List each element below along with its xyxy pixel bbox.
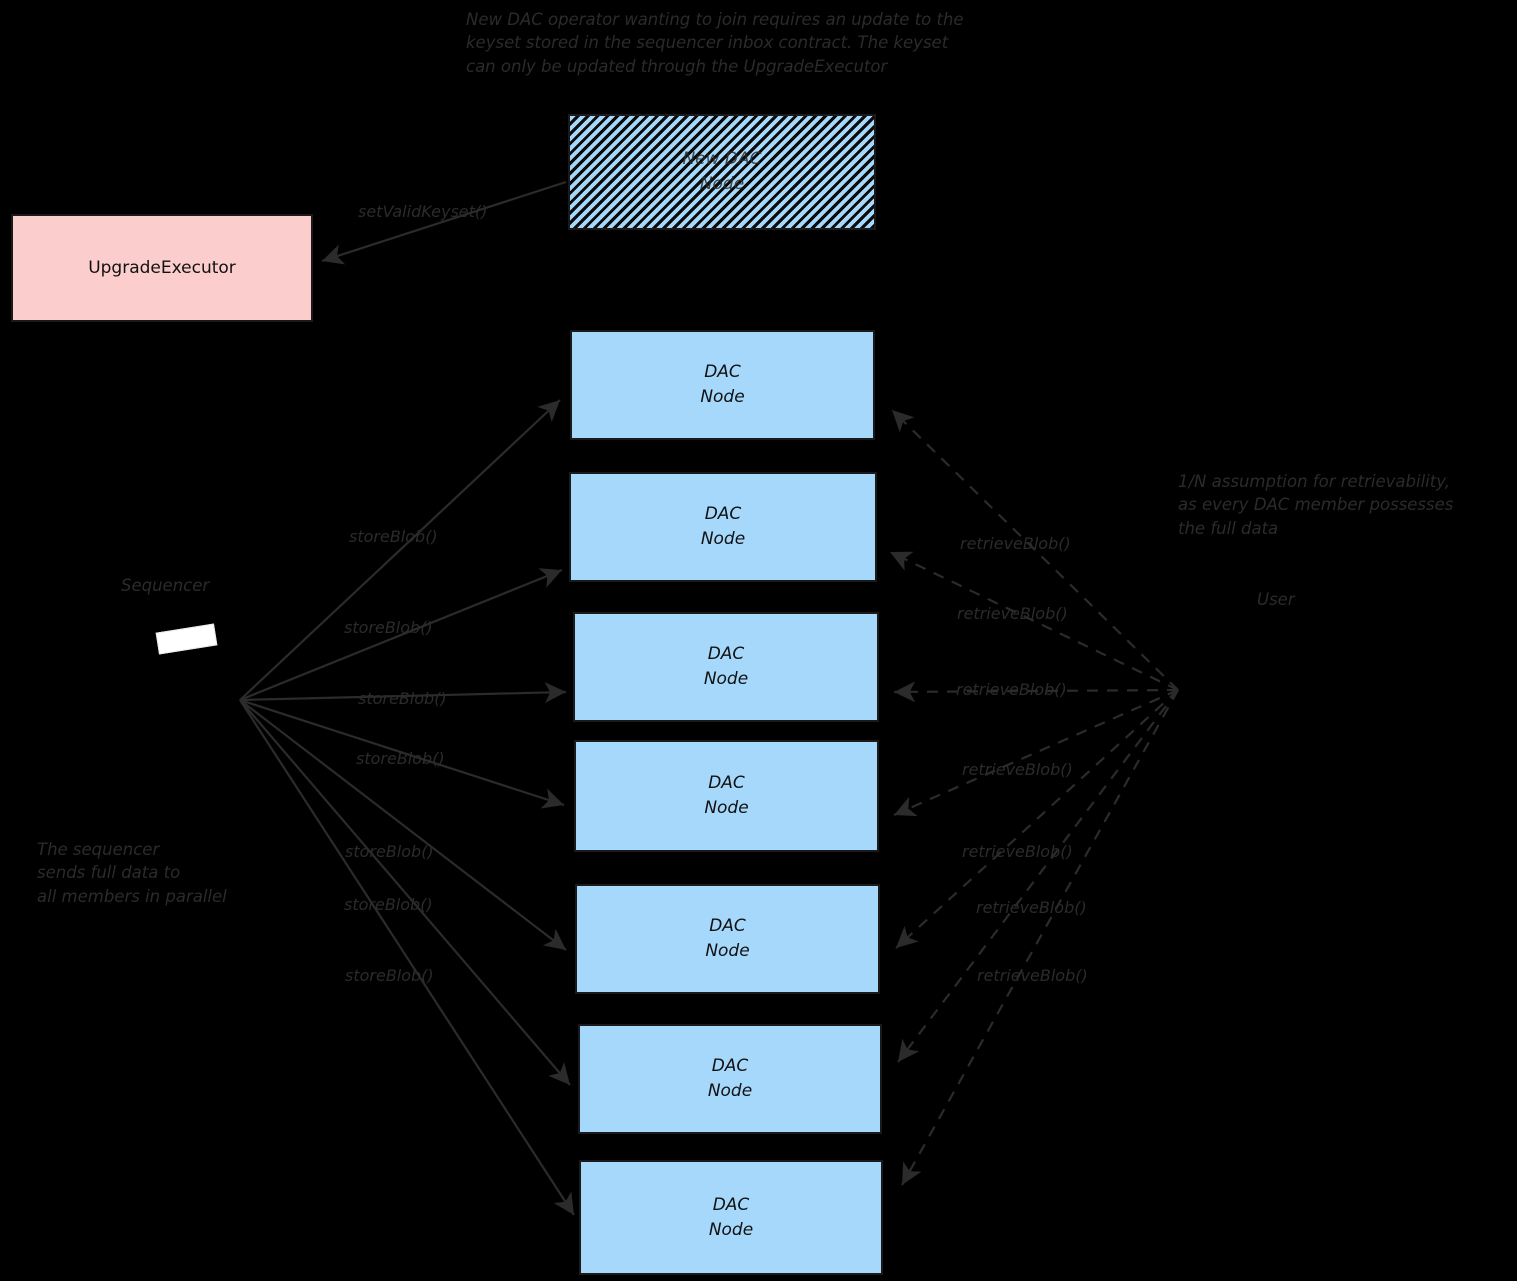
- dac-node-4[interactable]: DAC Node: [574, 740, 879, 852]
- new-dac-node-line2: Node: [699, 174, 745, 194]
- dac-node-6-line2: Node: [707, 1081, 753, 1101]
- dac-node-7-line2: Node: [708, 1219, 754, 1240]
- dac-node-2-line2: Node: [700, 529, 746, 549]
- note-right-retrievability: 1/N assumption for retrievability, as ev…: [1178, 472, 1454, 538]
- dac-node-3-line1: DAC: [707, 644, 745, 665]
- dac-node-5-line2: Node: [705, 941, 750, 961]
- dac-node-5-line1: DAC: [709, 916, 746, 937]
- edge-label-store-blob-2: storeBlob(): [344, 618, 433, 637]
- dac-node-1-line2: Node: [700, 387, 745, 407]
- upgrade-executor-label: UpgradeExecutor: [88, 257, 236, 278]
- sequencer-icon: [155, 623, 218, 655]
- edge-retrieve-blob-group: [889, 409, 1179, 1186]
- edge-store-blob-7: [239, 699, 575, 1216]
- edge-label-retrieve-blob-6: retrieveBlob(): [976, 898, 1087, 917]
- dac-node-4-line1: DAC: [708, 773, 745, 794]
- edge-label-retrieve-blob-7: retrieveBlob(): [977, 966, 1088, 985]
- edge-label-store-blob-5: storeBlob(): [345, 842, 434, 861]
- new-dac-node-box[interactable]: New DAC Node: [568, 114, 876, 230]
- dac-node-6-line1: DAC: [711, 1056, 749, 1077]
- edge-label-set-valid-keyset: setValidKeyset(): [358, 202, 488, 221]
- edge-store-blob-1: [239, 399, 561, 701]
- edge-store-blob-group: [239, 399, 575, 1216]
- dac-node-5[interactable]: DAC Node: [575, 884, 880, 994]
- dac-node-7-line1: DAC: [712, 1194, 750, 1215]
- edge-label-retrieve-blob-1: retrieveBlob(): [960, 534, 1071, 553]
- edge-label-store-blob-7: storeBlob(): [345, 966, 434, 985]
- dac-node-7[interactable]: DAC Node: [579, 1160, 883, 1275]
- user-label: User: [1257, 590, 1295, 609]
- edge-retrieve-blob-6: [897, 689, 1179, 1063]
- dac-node-1[interactable]: DAC Node: [570, 330, 875, 440]
- edge-label-store-blob-4: storeBlob(): [356, 749, 445, 768]
- dac-node-3[interactable]: DAC Node: [573, 612, 879, 722]
- edge-set-valid-keyset: [321, 180, 567, 265]
- dac-node-3-line2: Node: [703, 669, 749, 689]
- edge-label-retrieve-blob-3: retrieveBlob(): [956, 680, 1067, 699]
- edge-label-store-blob-3: storeBlob(): [358, 689, 447, 708]
- dac-node-4-line2: Node: [704, 798, 749, 818]
- dac-node-6[interactable]: DAC Node: [578, 1024, 882, 1134]
- note-bottom-left-parallel: The sequencer sends full data to all mem…: [37, 840, 227, 906]
- edge-label-retrieve-blob-4: retrieveBlob(): [962, 760, 1073, 779]
- upgrade-executor-box[interactable]: UpgradeExecutor: [11, 214, 313, 322]
- new-dac-node-line1: New DAC: [682, 149, 762, 170]
- edge-label-retrieve-blob-2: retrieveBlob(): [957, 604, 1068, 623]
- sequencer-label: Sequencer: [121, 576, 210, 595]
- dac-node-2[interactable]: DAC Node: [569, 472, 877, 582]
- edge-label-store-blob-1: storeBlob(): [349, 527, 438, 546]
- dac-node-2-line1: DAC: [704, 504, 742, 525]
- edge-label-retrieve-blob-5: retrieveBlob(): [962, 842, 1073, 861]
- note-top-keyset: New DAC operator wanting to join require…: [466, 10, 964, 76]
- dac-node-1-line1: DAC: [704, 362, 741, 383]
- edge-retrieve-blob-4: [893, 688, 1179, 817]
- edge-label-store-blob-6: storeBlob(): [344, 895, 433, 914]
